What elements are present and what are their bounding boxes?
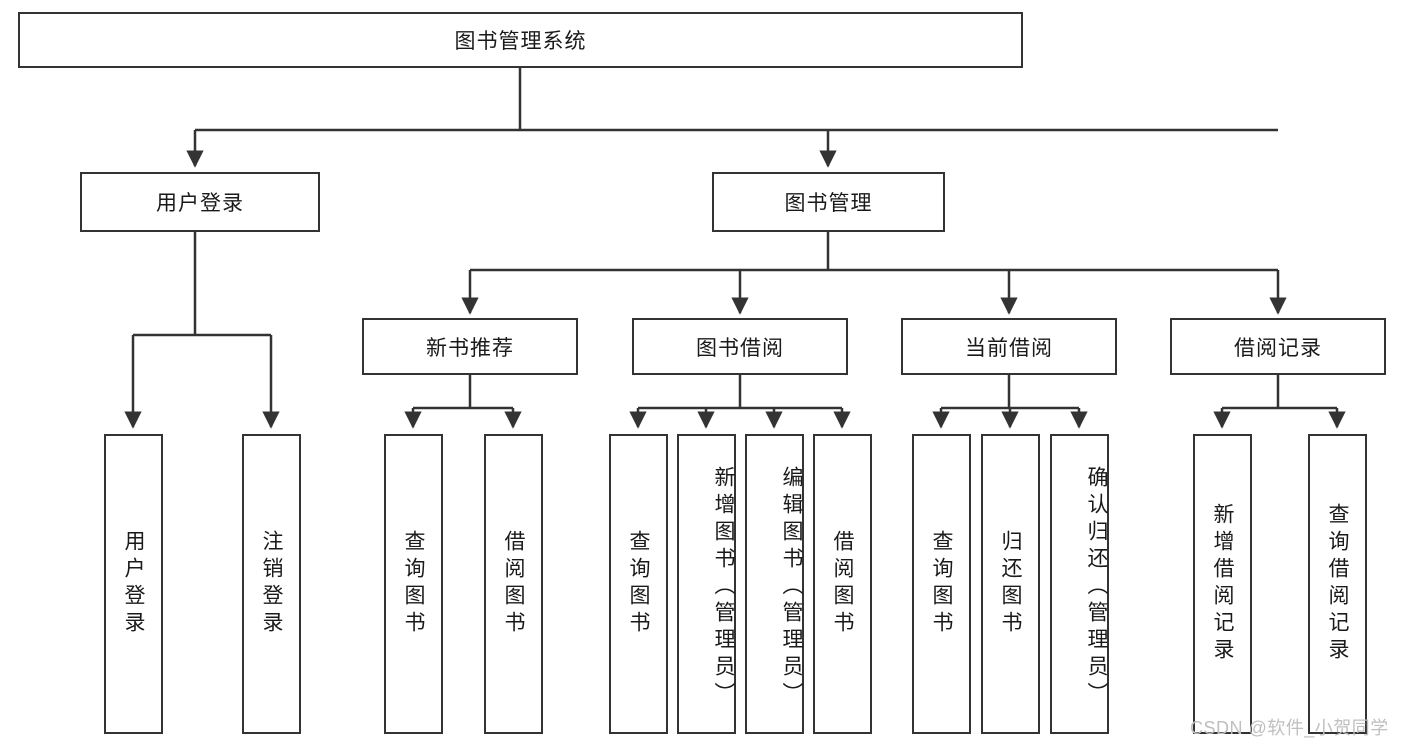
node-leaf-add-record[interactable]: 新增借阅记录 (1193, 434, 1252, 734)
node-leaf-borrow-book-2[interactable]: 借阅图书 (813, 434, 872, 734)
node-leaf-return-book[interactable]: 归还图书 (981, 434, 1040, 734)
node-leaf-borrow-book-1[interactable]: 借阅图书 (484, 434, 543, 734)
node-leaf-user-login[interactable]: 用户登录 (104, 434, 163, 734)
node-root[interactable]: 图书管理系统 (18, 12, 1023, 68)
node-leaf-edit-book[interactable]: 编辑图书（管理员） (745, 434, 804, 734)
node-book-borrow[interactable]: 图书借阅 (632, 318, 848, 375)
node-leaf-add-book[interactable]: 新增图书（管理员） (677, 434, 736, 734)
node-leaf-confirm-return[interactable]: 确认归还（管理员） (1050, 434, 1109, 734)
node-user-login[interactable]: 用户登录 (80, 172, 320, 232)
node-current-borrow[interactable]: 当前借阅 (901, 318, 1117, 375)
node-new-book-recommend[interactable]: 新书推荐 (362, 318, 578, 375)
node-leaf-query-record[interactable]: 查询借阅记录 (1308, 434, 1367, 734)
csdn-watermark: CSDN @软件_小贺同学 (1190, 718, 1389, 738)
node-book-manage[interactable]: 图书管理 (712, 172, 945, 232)
node-leaf-logout-login[interactable]: 注销登录 (242, 434, 301, 734)
node-borrow-record[interactable]: 借阅记录 (1170, 318, 1386, 375)
node-leaf-query-book-3[interactable]: 查询图书 (912, 434, 971, 734)
node-leaf-query-book-1[interactable]: 查询图书 (384, 434, 443, 734)
node-leaf-query-book-2[interactable]: 查询图书 (609, 434, 668, 734)
